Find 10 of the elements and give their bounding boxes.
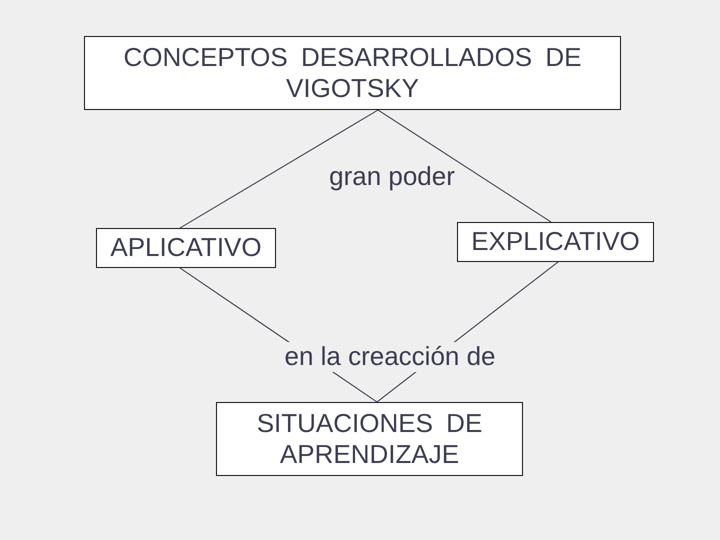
concept-text: SITUACIONES DE APRENDIZAJE xyxy=(256,408,484,470)
connector-line xyxy=(378,110,552,222)
concept-text: APLICATIVO xyxy=(110,232,262,264)
concept-box xyxy=(96,228,276,268)
connector-line xyxy=(180,110,378,228)
concept-box xyxy=(457,222,654,262)
concept-text: CONCEPTOS DESARROLLADOS DE VIGOTSKY xyxy=(122,42,582,104)
concept-box xyxy=(84,36,621,110)
concept-text: EXPLICATIVO xyxy=(471,226,640,258)
concept-box xyxy=(216,402,523,476)
